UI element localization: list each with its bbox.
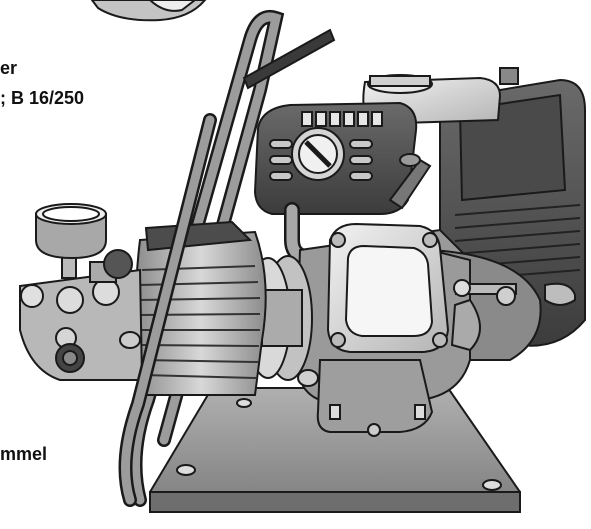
air-filter-cover xyxy=(253,101,418,215)
handle-grip xyxy=(242,28,336,90)
label-partial-bottom: mmel xyxy=(0,444,48,464)
pump-manifold xyxy=(19,249,144,381)
valve-cover xyxy=(326,222,450,353)
label-model-code: ; B 16/250 xyxy=(0,88,85,108)
pressure-gauge xyxy=(35,203,107,279)
throttle-lever xyxy=(388,153,432,210)
partial-handle-top xyxy=(90,0,207,22)
oil-fill xyxy=(297,359,434,437)
carburetor-linkage xyxy=(450,279,517,352)
label-partial-top: er xyxy=(0,58,18,78)
frame-handle xyxy=(128,10,285,507)
frame-front-leg xyxy=(118,113,217,507)
